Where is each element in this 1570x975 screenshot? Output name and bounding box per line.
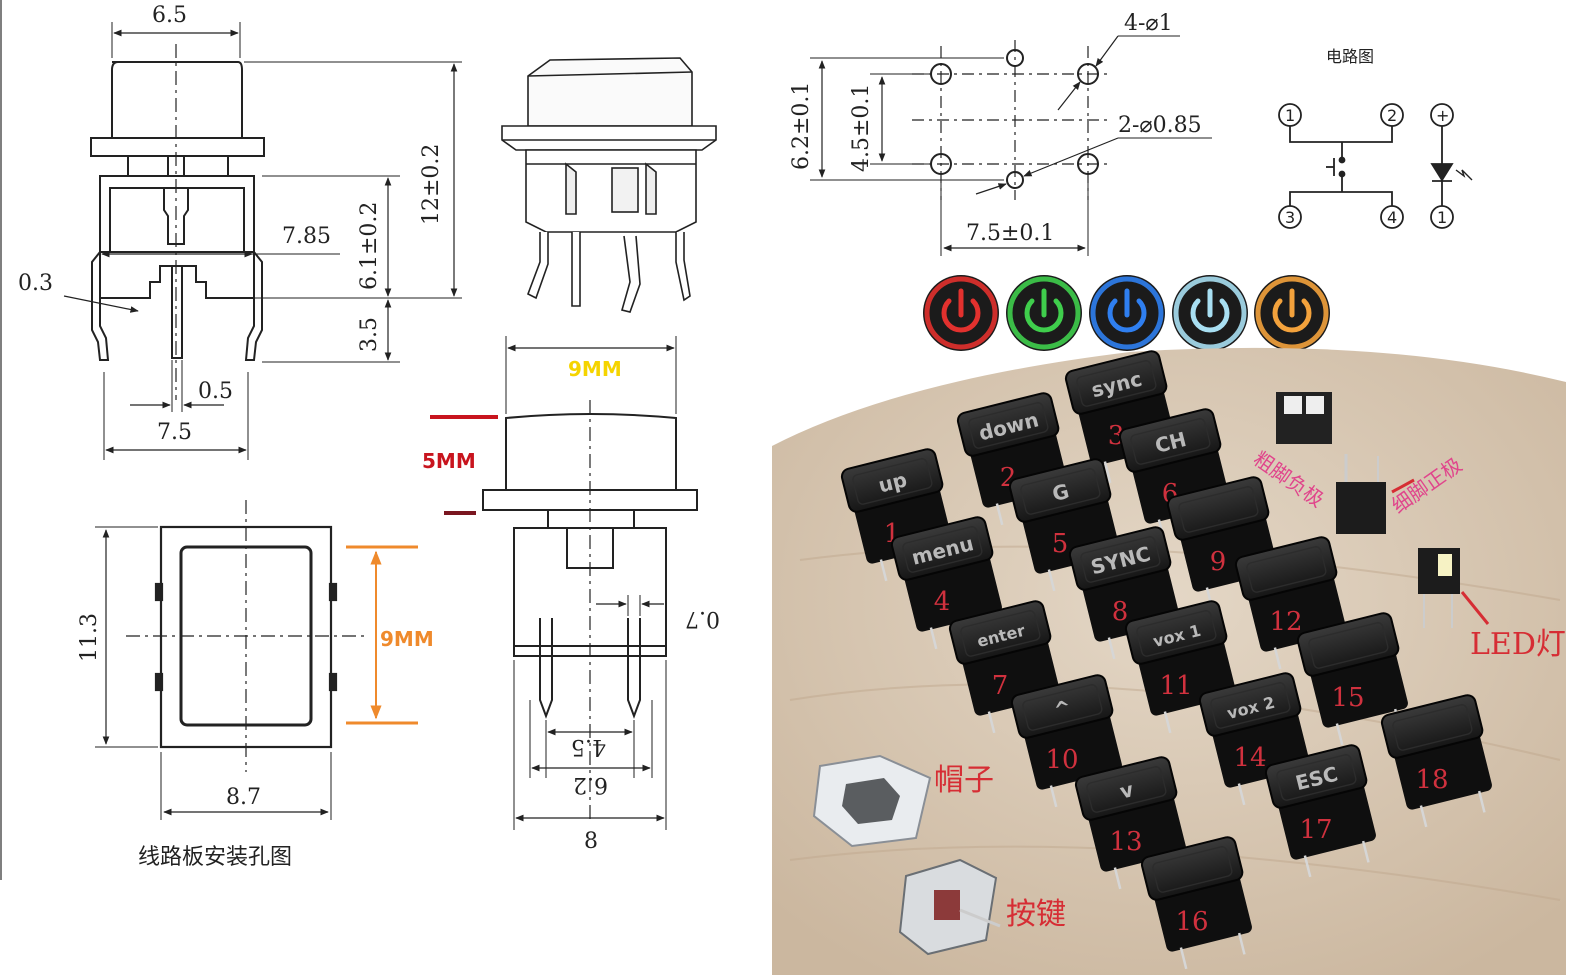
key-number: 13 bbox=[1109, 827, 1142, 857]
terminal-3: 3 bbox=[1285, 208, 1295, 227]
circuit-title: 电路图 bbox=[1326, 47, 1374, 66]
terminal-4: 4 bbox=[1387, 208, 1397, 227]
key-button: up1 bbox=[840, 448, 952, 582]
led-power-icon bbox=[1172, 275, 1248, 351]
key-number: 18 bbox=[1415, 765, 1448, 795]
dim-lead-length: 3.5 bbox=[357, 317, 382, 352]
led-power-icon bbox=[1254, 275, 1330, 351]
white-cap-photo bbox=[812, 754, 932, 848]
cap-height-markers bbox=[430, 415, 498, 515]
key-label: ^ bbox=[1052, 695, 1074, 722]
hole-outer-height: 6.2±0.1 bbox=[789, 82, 814, 170]
key-label: G bbox=[1050, 479, 1072, 506]
holes4-label: 4-⌀1 bbox=[1124, 11, 1173, 36]
dim-lead-thickness: 0.3 bbox=[18, 271, 53, 296]
key-button: 18 bbox=[1380, 694, 1492, 828]
plan-view-drawing bbox=[95, 500, 366, 820]
hole-pattern-drawing bbox=[810, 35, 1212, 256]
isometric-view bbox=[501, 57, 717, 313]
terminal-2: 2 bbox=[1387, 106, 1397, 125]
led-power-icon bbox=[923, 275, 999, 351]
key-label: v bbox=[1117, 777, 1135, 803]
cap-pin-width: 0.7 bbox=[685, 606, 720, 631]
key-button: ^ 10 bbox=[1010, 674, 1122, 808]
hole-inner-height: 4.5±0.1 bbox=[849, 84, 874, 172]
key-number: 12 bbox=[1269, 607, 1302, 637]
led-color-row bbox=[923, 275, 1330, 351]
cap-inner-pitch: 4.5 bbox=[571, 734, 606, 759]
terminal-1: 1 bbox=[1285, 106, 1295, 125]
key-number: 16 bbox=[1175, 907, 1208, 937]
dim-total-height: 12±0.2 bbox=[419, 144, 444, 225]
led-power-icon bbox=[1006, 275, 1082, 351]
key-number: 15 bbox=[1331, 683, 1364, 713]
plan-inner-label: 9MM bbox=[380, 627, 434, 651]
led-power-icon bbox=[1089, 275, 1165, 351]
key-buttons: up1down2sync3menu4G5CH6enter7SYNC89^10vo… bbox=[840, 350, 1492, 970]
key-button: 15 bbox=[1296, 612, 1408, 746]
cap-body-width: 8 bbox=[584, 829, 598, 854]
cap-outer-pitch: 6.2 bbox=[573, 772, 608, 797]
plan-width-label: 8.7 bbox=[226, 785, 261, 810]
dim-pin-width: 0.5 bbox=[198, 379, 233, 404]
inner-9mm-marker bbox=[346, 545, 418, 725]
key-number: 14 bbox=[1233, 743, 1266, 773]
cap-height-label: 5MM bbox=[422, 449, 476, 473]
key-number: 4 bbox=[934, 587, 951, 617]
key-number: 3 bbox=[1108, 421, 1125, 451]
pin-polarity-photo bbox=[1276, 392, 1490, 628]
side-view-drawing bbox=[0, 0, 462, 880]
key-number: 11 bbox=[1159, 671, 1192, 701]
key-number: 5 bbox=[1052, 529, 1069, 559]
cap-photo-label: 帽子 bbox=[934, 763, 994, 798]
dim-top-width: 6.5 bbox=[152, 3, 187, 28]
cap-front-view bbox=[482, 336, 698, 830]
key-number: 9 bbox=[1210, 547, 1227, 577]
dim-lead-span: 7.85 bbox=[282, 224, 331, 249]
plan-height-label: 11.3 bbox=[77, 613, 102, 662]
button-photo-label: 按键 bbox=[1006, 897, 1066, 932]
key-number: 7 bbox=[992, 671, 1009, 701]
cap-width-label: 9MM bbox=[568, 357, 622, 381]
key-number: 17 bbox=[1299, 815, 1332, 845]
dim-pin-pitch: 7.5 bbox=[157, 420, 192, 445]
led-plus-terminal: + bbox=[1436, 106, 1449, 125]
dim-body-height: 6.1±0.2 bbox=[357, 202, 382, 290]
led-photo-label: LED灯 bbox=[1470, 627, 1566, 662]
key-button: v 13 bbox=[1074, 756, 1186, 890]
plan-caption: 线路板安装孔图 bbox=[138, 845, 292, 870]
circuit-diagram bbox=[1278, 103, 1473, 229]
key-button: 16 bbox=[1140, 836, 1252, 970]
holes2-label: 2-⌀0.85 bbox=[1118, 113, 1202, 138]
button-body-photo bbox=[898, 858, 1001, 956]
led-minus-terminal: 1 bbox=[1437, 208, 1447, 227]
key-number: 10 bbox=[1045, 745, 1078, 775]
key-number: 8 bbox=[1112, 597, 1129, 627]
hole-width-pitch: 7.5±0.1 bbox=[966, 221, 1054, 246]
